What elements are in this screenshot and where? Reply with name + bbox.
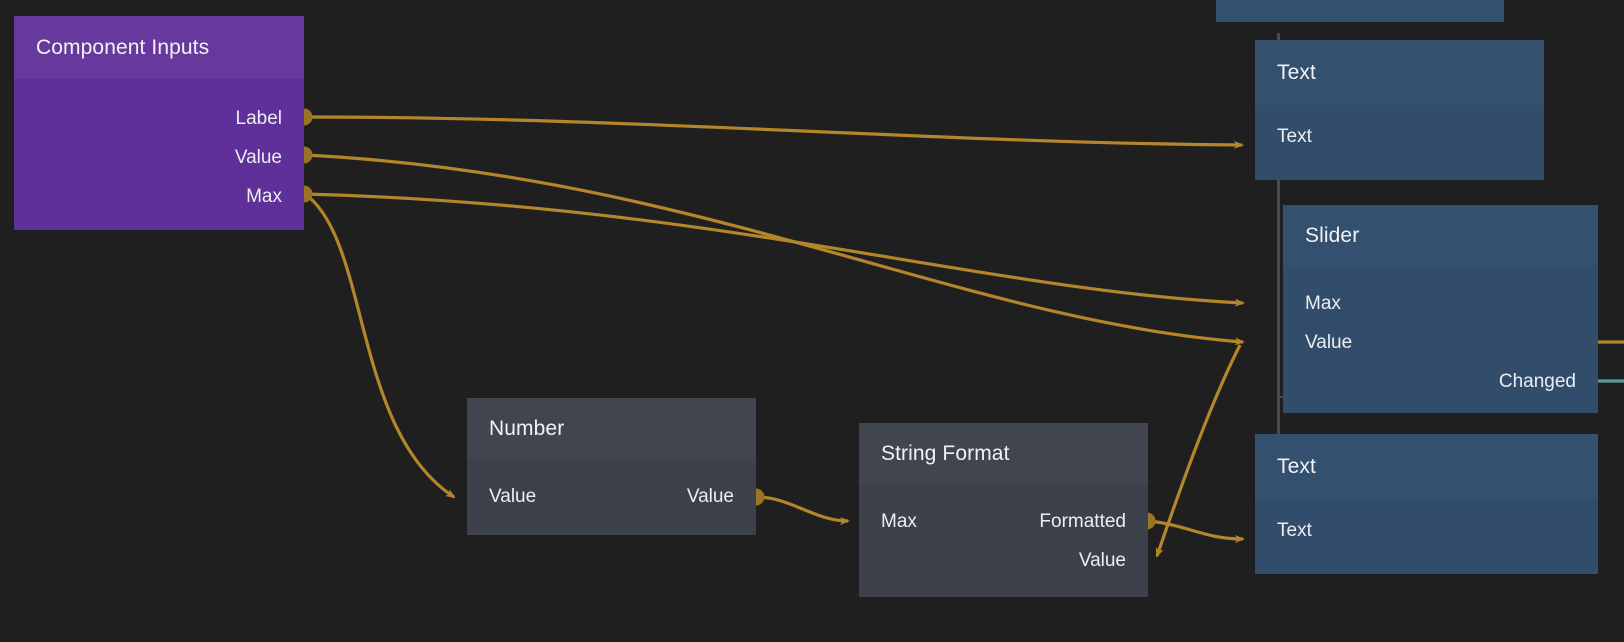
port-label-max: Max xyxy=(246,185,282,207)
port-label-value: Value xyxy=(234,146,282,168)
port-row-sf-value[interactable]: Value xyxy=(859,541,1148,580)
node-title-text-top-partial xyxy=(1216,0,1504,22)
node-number[interactable]: Number Value Value xyxy=(467,398,756,535)
port-row-max[interactable]: Max xyxy=(14,177,304,216)
node-title-number: Number xyxy=(467,398,756,459)
port-label-label: Label xyxy=(235,107,283,129)
edge-value-to-slider-value xyxy=(304,153,1245,346)
port-label-sf-max: Max xyxy=(881,510,917,532)
port-label-number-value-out: Value xyxy=(686,485,734,507)
port-row-value[interactable]: Value xyxy=(14,138,304,177)
edge-max-to-slider-max xyxy=(304,192,1245,307)
node-body-text-lower: Text xyxy=(1255,499,1598,574)
port-row-slider-value[interactable]: Value xyxy=(1283,323,1598,362)
node-title-component-inputs: Component Inputs xyxy=(14,16,304,79)
node-text-lower[interactable]: Text Text xyxy=(1255,434,1598,574)
port-row-slider-max[interactable]: Max xyxy=(1283,284,1598,323)
port-label-slider-changed: Changed xyxy=(1498,370,1576,392)
port-label-text: Text xyxy=(1277,125,1312,147)
port-label-text-lower: Text xyxy=(1277,519,1312,541)
port-row-text-upper-in[interactable]: Text xyxy=(1255,117,1544,156)
node-title-text-upper: Text xyxy=(1255,40,1544,105)
edge-slider-value-to-stringformat-value xyxy=(1155,344,1242,558)
edge-label-to-text xyxy=(304,115,1244,149)
port-label-number-value-in: Value xyxy=(489,485,537,507)
port-row-sf-max-formatted[interactable]: Max Formatted xyxy=(859,502,1148,541)
port-row-text-lower-in[interactable]: Text xyxy=(1255,511,1598,550)
port-label-sf-value: Value xyxy=(1078,549,1126,571)
node-body-string-format: Max Formatted Value xyxy=(859,484,1148,597)
edge-max-to-number-value xyxy=(304,192,456,499)
node-body-slider: Max Value Changed xyxy=(1283,266,1598,413)
node-title-string-format: String Format xyxy=(859,423,1148,484)
node-text-upper[interactable]: Text Text xyxy=(1255,40,1544,180)
node-body-number: Value Value xyxy=(467,459,756,535)
node-string-format[interactable]: String Format Max Formatted Value xyxy=(859,423,1148,597)
node-body-text-upper: Text xyxy=(1255,105,1544,180)
node-title-slider: Slider xyxy=(1283,205,1598,266)
port-label-slider-max: Max xyxy=(1305,292,1341,314)
node-body-component-inputs: Label Value Max xyxy=(14,79,304,230)
port-row-number-value[interactable]: Value Value xyxy=(467,477,756,516)
node-text-top-partial[interactable] xyxy=(1216,0,1504,22)
edge-number-to-stringformat-max xyxy=(756,495,850,525)
node-component-inputs[interactable]: Component Inputs Label Value Max xyxy=(14,16,304,230)
edge-formatted-to-text-lower xyxy=(1149,519,1245,543)
port-row-slider-changed[interactable]: Changed xyxy=(1283,362,1598,401)
node-slider[interactable]: Slider Max Value Changed xyxy=(1283,205,1598,413)
port-label-slider-value-in: Value xyxy=(1305,331,1353,353)
port-row-label[interactable]: Label xyxy=(14,99,304,138)
node-title-text-lower: Text xyxy=(1255,434,1598,499)
port-label-sf-formatted: Formatted xyxy=(1039,510,1126,532)
